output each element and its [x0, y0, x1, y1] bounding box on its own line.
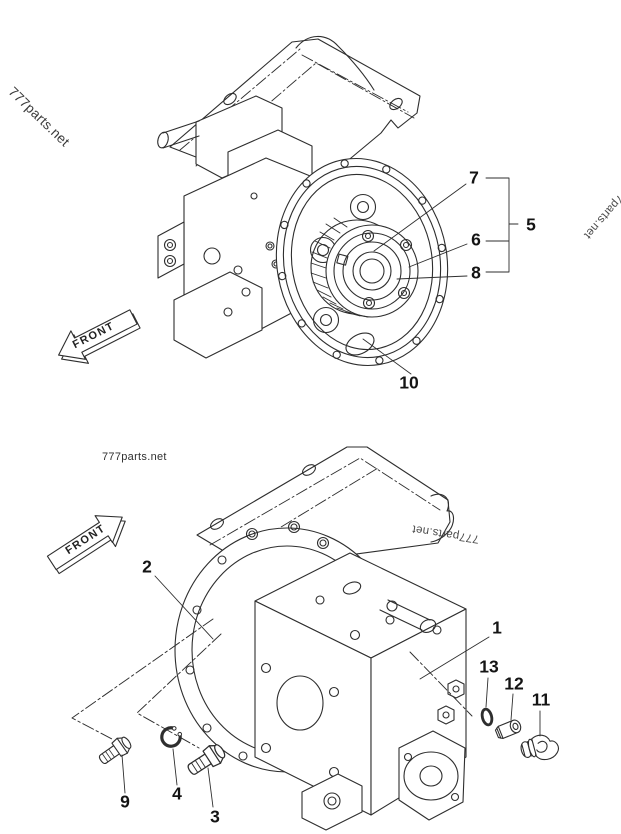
callout-6: 6: [471, 229, 481, 250]
coupling: [310, 217, 419, 318]
callout-2: 2: [142, 556, 152, 577]
elbow-fitting-11: [520, 734, 559, 761]
callout-8: 8: [471, 262, 481, 283]
callout-9: 9: [120, 791, 130, 812]
callout-5: 5: [526, 214, 536, 235]
lower-pump-body: [254, 552, 467, 831]
callout-7: 7: [469, 167, 479, 188]
bolt-9: [95, 733, 135, 769]
watermark-777parts-mid-left: 777parts.net: [102, 451, 167, 463]
callout-13: 13: [479, 656, 499, 677]
callout-10: 10: [399, 372, 419, 393]
o-ring-13: [480, 707, 494, 727]
lower-callout-leaders: [121, 575, 541, 808]
callout-3: 3: [210, 806, 220, 827]
upper-callout-leaders: [362, 177, 519, 375]
flywheel-slot-10: [345, 332, 375, 356]
assembly-axis-lines: [71, 618, 473, 749]
lower-assembly-drawing: [46, 446, 559, 831]
callout-1: 1: [492, 617, 502, 638]
callout-11: 11: [531, 689, 551, 710]
callout-4: 4: [172, 783, 182, 804]
upper-assembly-drawing: [58, 35, 519, 375]
snap-ring-4: [160, 726, 183, 748]
callout-12: 12: [504, 673, 524, 694]
front-arrow-lower: [46, 515, 126, 575]
front-arrow-upper: [58, 309, 141, 364]
plug-12: [494, 719, 522, 739]
